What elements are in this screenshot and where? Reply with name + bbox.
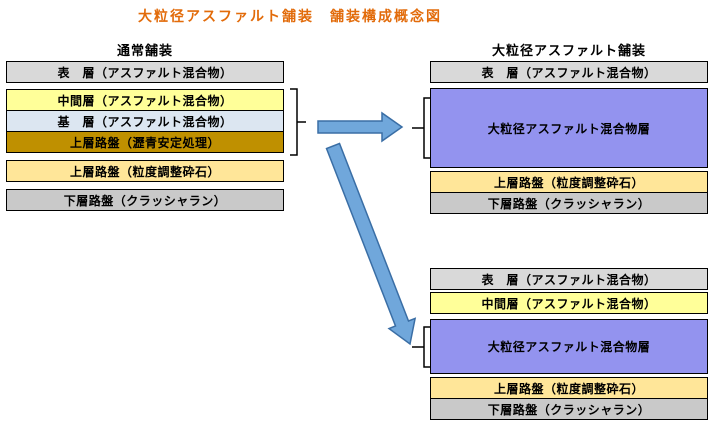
right-top-stack-bracket bbox=[412, 97, 430, 159]
large-particle-pavement-stack-bottom: 表 層（アスファルト混合物）中間層（アスファルト混合物） 大粒径アスファルト混合物… bbox=[430, 268, 708, 420]
diagonal-arrow-icon bbox=[325, 142, 417, 346]
pavement-layer: 上層路盤（粒度調整砕石） bbox=[430, 377, 708, 399]
horizontal-arrow-icon bbox=[317, 111, 404, 143]
pavement-layer: 大粒径アスファルト混合物層 bbox=[430, 319, 708, 374]
normal-stack-group-bracket bbox=[290, 88, 306, 156]
large-particle-pavement-label: 大粒径アスファルト舗装 bbox=[491, 43, 646, 58]
pavement-layer: 上層路盤（粒度調整砕石） bbox=[430, 171, 708, 193]
pavement-layer: 基 層（アスファルト混合物） bbox=[6, 110, 284, 132]
pavement-layer: 上層路盤（粒度調整砕石） bbox=[6, 160, 284, 182]
pavement-layer: 表 層（アスファルト混合物） bbox=[430, 61, 708, 83]
pavement-layer: 下層路盤（クラッシャラン） bbox=[430, 398, 708, 420]
pavement-layer: 上層路盤（瀝青安定処理） bbox=[6, 131, 284, 153]
pavement-layer: 下層路盤（クラッシャラン） bbox=[430, 192, 708, 214]
diagram-title: 大粒径アスファルト舗装 舗装構成概念図 bbox=[138, 8, 442, 24]
pavement-layer: 大粒径アスファルト混合物層 bbox=[430, 88, 708, 168]
pavement-layer: 中間層（アスファルト混合物） bbox=[430, 292, 708, 314]
pavement-layer: 中間層（アスファルト混合物） bbox=[6, 89, 284, 111]
pavement-layer: 下層路盤（クラッシャラン） bbox=[6, 189, 284, 211]
pavement-layer: 表 層（アスファルト混合物） bbox=[6, 61, 284, 83]
pavement-layer: 表 層（アスファルト混合物） bbox=[430, 268, 708, 290]
right-bottom-stack-bracket bbox=[412, 326, 430, 368]
normal-pavement-stack: 表 層（アスファルト混合物） 中間層（アスファルト混合物）基 層（アスファルト混合… bbox=[6, 61, 284, 211]
large-particle-pavement-stack-top: 表 層（アスファルト混合物） 大粒径アスファルト混合物層上層路盤（粒度調整砕石）下… bbox=[430, 61, 708, 214]
normal-pavement-label: 通常舗装 bbox=[116, 43, 173, 58]
